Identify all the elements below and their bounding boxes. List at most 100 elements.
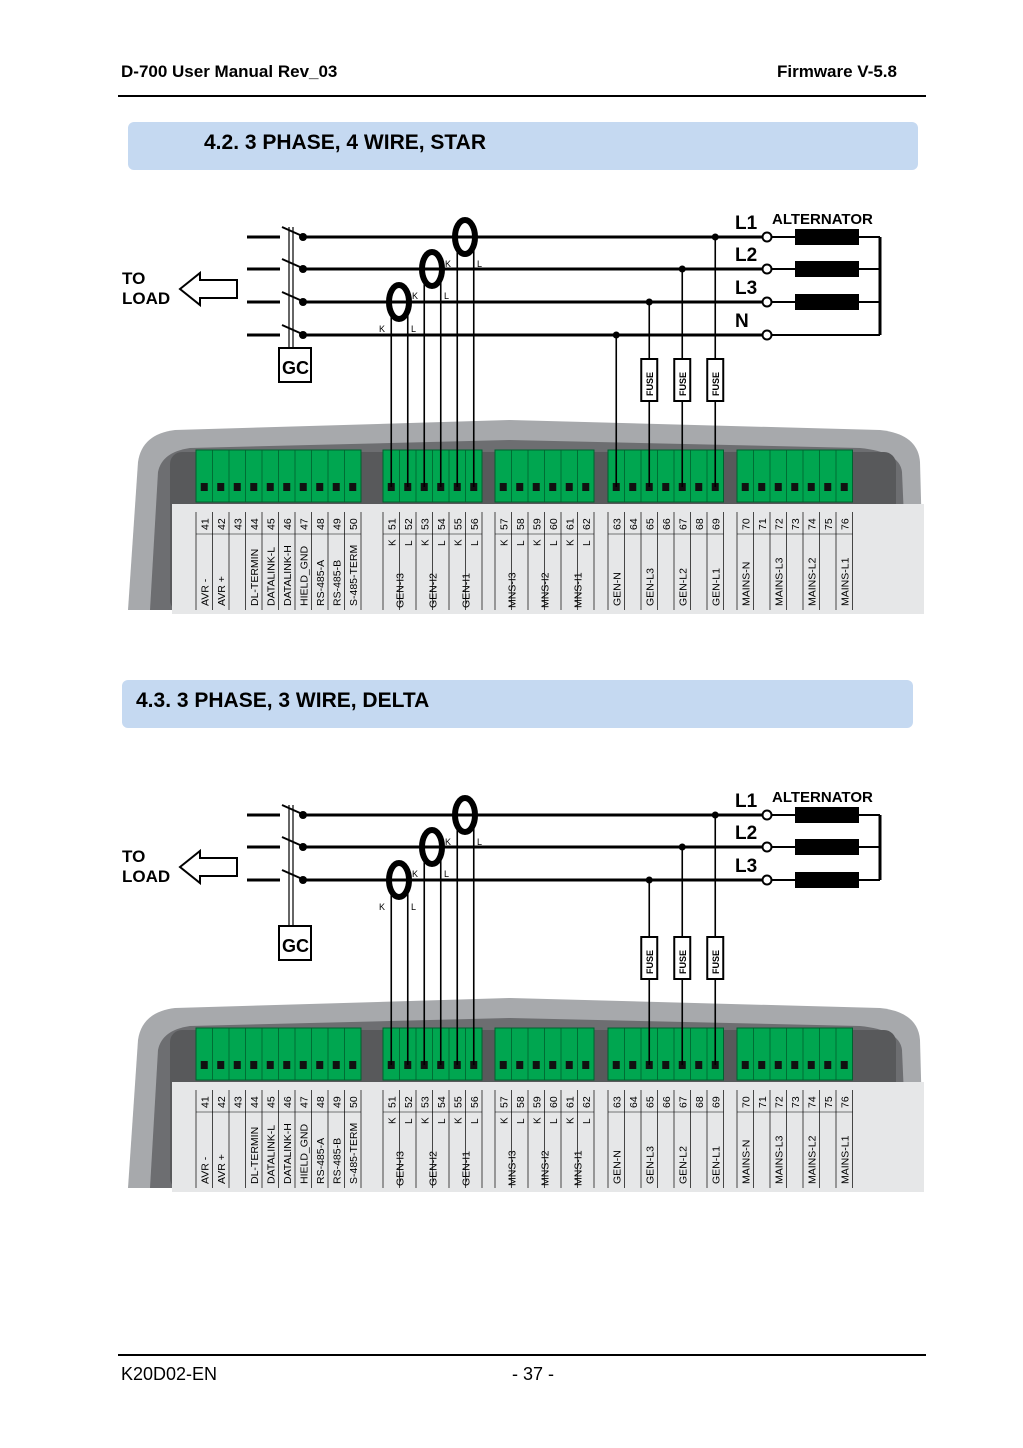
terminal-number: 65 bbox=[644, 518, 656, 530]
terminal-label: RS-485-B bbox=[331, 560, 343, 606]
terminal-label: GEN-L3 bbox=[644, 568, 656, 606]
terminal-number: 49 bbox=[331, 518, 343, 530]
terminal-label: AVR - bbox=[199, 578, 211, 606]
terminal-screw bbox=[791, 483, 799, 491]
terminal-number: 61 bbox=[564, 1096, 576, 1108]
section-title-delta: 4.3. 3 PHASE, 3 WIRE, DELTA bbox=[136, 689, 430, 712]
fuse-label: FUSE bbox=[711, 372, 721, 396]
terminal-screw bbox=[532, 483, 540, 491]
current-transformer-ring bbox=[419, 827, 445, 867]
terminal-label: GEN-L3 bbox=[644, 1146, 656, 1184]
terminal-label: MAINS-N bbox=[740, 562, 752, 606]
phase-label-l2: L2 bbox=[735, 823, 757, 844]
fuse-box bbox=[640, 936, 659, 980]
terminal-block bbox=[736, 1027, 853, 1081]
fuse-box bbox=[640, 358, 659, 402]
terminal-number: 60 bbox=[548, 1096, 560, 1108]
section-banner-delta: 4.3. 3 PHASE, 3 WIRE, DELTA bbox=[122, 680, 913, 728]
terminal-label: AVR + bbox=[216, 576, 228, 606]
terminal-label: RS-485-A bbox=[315, 560, 327, 606]
phase-label-l1: L1 bbox=[735, 791, 758, 812]
fuse-label: FUSE bbox=[645, 950, 655, 974]
terminal-number: 71 bbox=[757, 518, 769, 530]
terminal-label: GEN-L1 bbox=[710, 1146, 722, 1184]
terminal-number: 59 bbox=[531, 1096, 543, 1108]
terminal-kl-label: L bbox=[582, 1118, 593, 1124]
terminal-screw bbox=[741, 483, 749, 491]
ct-k-label: K bbox=[445, 259, 451, 269]
terminal-screw bbox=[840, 483, 848, 491]
terminal-pair-label: GEN-I1 bbox=[461, 1151, 473, 1186]
fuse-label: FUSE bbox=[678, 950, 688, 974]
terminal-label: S-485-TERM bbox=[348, 545, 360, 606]
phase-label-l2: L2 bbox=[735, 245, 757, 266]
terminal-screw bbox=[349, 483, 357, 491]
terminal-number: 65 bbox=[644, 1096, 656, 1108]
terminal-number: 67 bbox=[677, 1096, 689, 1108]
terminal-kl-label: L bbox=[437, 540, 448, 546]
terminal-number: 74 bbox=[806, 518, 818, 530]
terminal-label: DATALINK-L bbox=[265, 547, 277, 606]
terminal-kl-label: L bbox=[470, 540, 481, 546]
terminal-number: 46 bbox=[282, 518, 294, 530]
terminal-label: MAINS-L1 bbox=[839, 1135, 851, 1184]
terminal-number: 60 bbox=[548, 518, 560, 530]
terminal-number: 73 bbox=[790, 518, 802, 530]
terminal-kl-label: K bbox=[499, 1117, 510, 1124]
terminal-number: 75 bbox=[823, 1096, 835, 1108]
terminal-number: 69 bbox=[710, 518, 722, 530]
terminal-kl-label: L bbox=[470, 1118, 481, 1124]
terminal-number: 45 bbox=[265, 518, 277, 530]
terminal-pair-label: MNS-I3 bbox=[507, 572, 519, 608]
breaker-blade bbox=[281, 869, 301, 879]
terminal-kl-label: K bbox=[387, 539, 398, 546]
terminal-number: 52 bbox=[403, 1096, 415, 1108]
terminal-pair-label: GEN-I2 bbox=[428, 573, 440, 608]
fuse-box bbox=[673, 358, 692, 402]
ct-l-label: L bbox=[477, 259, 482, 269]
terminal-screw bbox=[299, 1061, 307, 1069]
terminal-screw bbox=[695, 483, 703, 491]
breaker-contact-dot bbox=[299, 811, 307, 819]
terminal-block bbox=[607, 1027, 724, 1081]
terminal-kl-label: L bbox=[404, 1118, 415, 1124]
terminal-label: AVR + bbox=[216, 1154, 228, 1184]
header-divider bbox=[118, 95, 926, 97]
terminal-screw bbox=[612, 1061, 620, 1069]
terminal-screw bbox=[283, 483, 291, 491]
alternator-label: ALTERNATOR bbox=[772, 211, 873, 228]
terminal-screw bbox=[807, 483, 815, 491]
fuse-label: FUSE bbox=[678, 372, 688, 396]
phase-label-l1: L1 bbox=[735, 213, 758, 234]
to-load-arrow bbox=[178, 848, 238, 886]
section-banner-star: 4.2. 3 PHASE, 4 WIRE, STAR bbox=[128, 122, 918, 170]
terminal-screw bbox=[662, 483, 670, 491]
to-load-label: TO bbox=[122, 269, 145, 288]
terminal-pair-label: MNS-I1 bbox=[573, 1150, 585, 1186]
terminal-screw bbox=[316, 483, 324, 491]
terminal-kl-label: K bbox=[565, 539, 576, 546]
terminal-kl-label: K bbox=[387, 1117, 398, 1124]
terminal-kl-label: K bbox=[453, 1117, 464, 1124]
header-firmware: Firmware V-5.8 bbox=[776, 62, 897, 81]
terminal-label: MAINS-L3 bbox=[773, 1135, 785, 1184]
terminal-screw bbox=[217, 1061, 225, 1069]
gc-label: GC bbox=[282, 936, 309, 956]
terminal-number: 74 bbox=[806, 1096, 818, 1108]
terminal-open-dot bbox=[761, 231, 773, 243]
alternator-winding bbox=[795, 229, 859, 245]
fuse-box bbox=[706, 358, 725, 402]
terminal-pair-label: GEN-I1 bbox=[461, 573, 473, 608]
terminal-screw bbox=[824, 483, 832, 491]
header-title: D-700 User Manual Rev_03 bbox=[121, 62, 338, 81]
terminal-screw bbox=[695, 1061, 703, 1069]
fuse-label: FUSE bbox=[711, 950, 721, 974]
terminal-pair-label: GEN-I3 bbox=[395, 573, 407, 608]
terminal-number: 50 bbox=[348, 1096, 360, 1108]
terminal-pair-label: MNS-I2 bbox=[540, 1150, 552, 1186]
ct-l-label: L bbox=[477, 837, 482, 847]
terminal-screw bbox=[250, 483, 258, 491]
terminal-kl-label: K bbox=[420, 539, 431, 546]
terminal-number: 57 bbox=[498, 518, 510, 530]
